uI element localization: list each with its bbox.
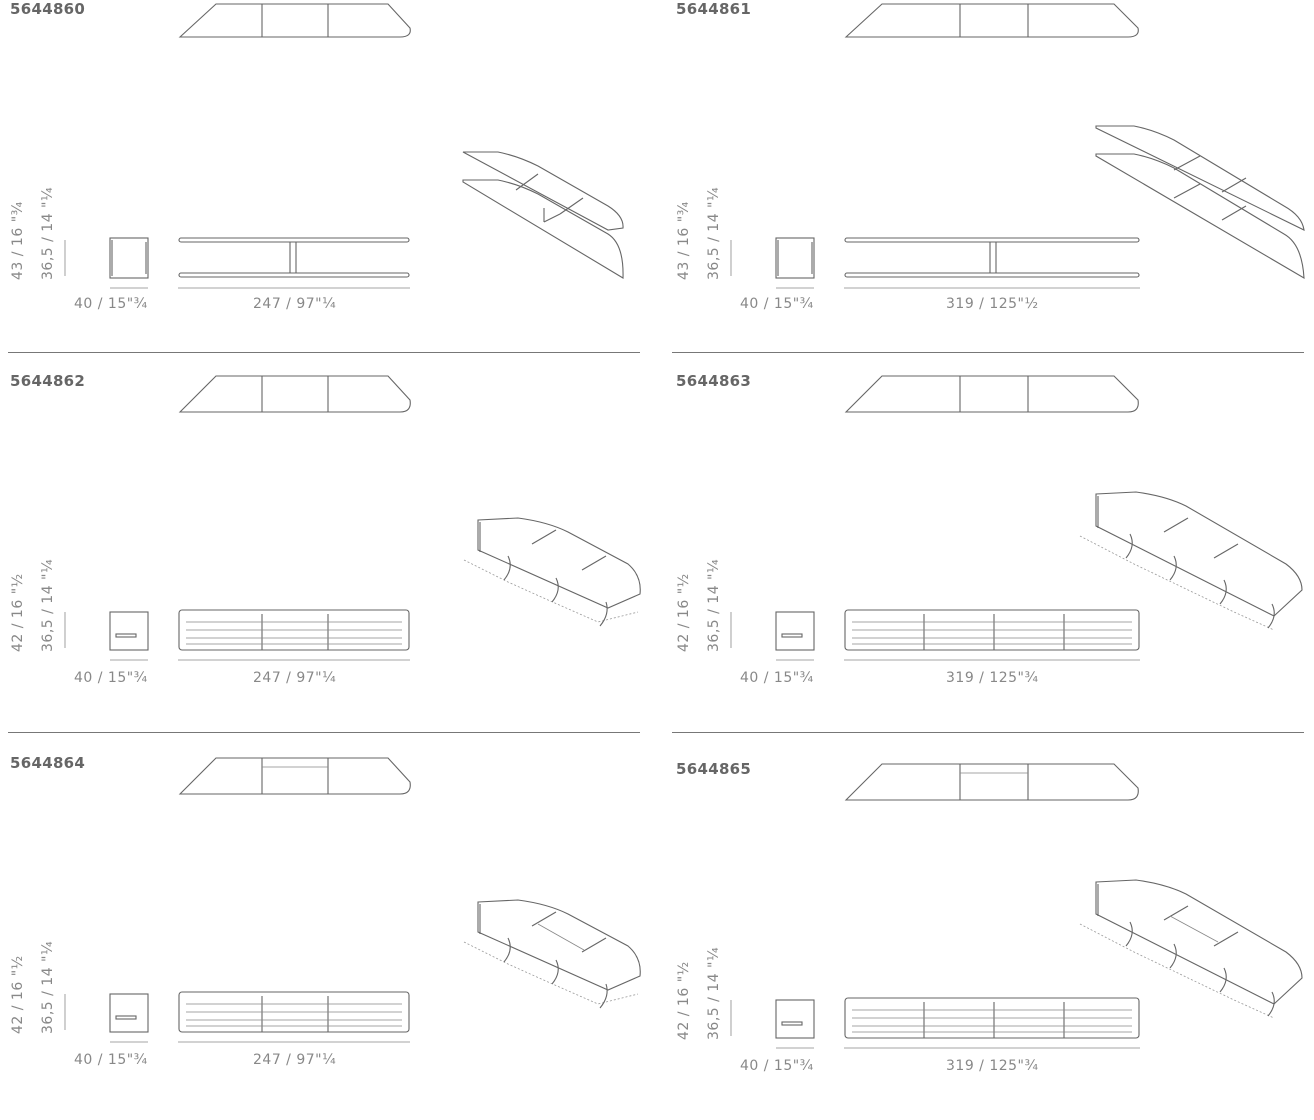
- depth-dimension: 40 / 15"¾: [74, 296, 148, 312]
- width-dimension: 247 / 97"¼: [253, 670, 337, 686]
- depth-dimension: 40 / 15"¾: [74, 670, 148, 686]
- width-dimension: 319 / 125"½: [946, 296, 1039, 312]
- cabinet-drawings: [64, 375, 641, 661]
- height-dimension: 43 / 16 "¾: [676, 201, 692, 280]
- height-dimension: 42 / 16 "½: [676, 961, 692, 1040]
- inner-height-dimension: 36,5 / 14 "¼: [40, 558, 56, 652]
- product-panel-5644861: 5644861 43 / 16 "¾ 36,5 / 14 "¼ 40 / 15"…: [674, 0, 1314, 360]
- shelf-drawings: [64, 3, 624, 289]
- product-panel-5644862: 5644862 42 / 16 "½ 36,5 / 14 "¼ 40 / 15"…: [8, 372, 648, 732]
- divider-line: [8, 732, 640, 733]
- product-code: 5644864: [10, 754, 86, 772]
- depth-dimension: 40 / 15"¾: [74, 1052, 148, 1068]
- divider-line: [672, 352, 1304, 353]
- depth-dimension: 40 / 15"¾: [740, 670, 814, 686]
- depth-dimension: 40 / 15"¾: [740, 1058, 814, 1074]
- cabinet-drawings: [730, 375, 1303, 661]
- height-dimension: 42 / 16 "½: [10, 573, 26, 652]
- inner-height-dimension: 36,5 / 14 "¼: [706, 186, 722, 280]
- divider-line: [672, 732, 1304, 733]
- product-code: 5644865: [676, 760, 752, 778]
- product-code: 5644862: [10, 372, 86, 390]
- height-dimension: 43 / 16 "¾: [10, 201, 26, 280]
- product-panel-5644865: 5644865 42 / 16 "½ 36,5 / 14 "¼ 40 / 15"…: [674, 760, 1314, 1120]
- cabinet-drawings: [730, 763, 1303, 1049]
- shelf-drawings: [730, 3, 1305, 289]
- width-dimension: 319 / 125"¾: [946, 670, 1039, 686]
- width-dimension: 319 / 125"¾: [946, 1058, 1039, 1074]
- product-panel-5644864: 5644864 42 / 16 "½ 36,5 / 14 "¼ 40 / 15"…: [8, 754, 648, 1114]
- product-code: 5644861: [676, 0, 752, 18]
- height-dimension: 42 / 16 "½: [676, 573, 692, 652]
- inner-height-dimension: 36,5 / 14 "¼: [706, 558, 722, 652]
- inner-height-dimension: 36,5 / 14 "¼: [40, 186, 56, 280]
- product-panel-5644863: 5644863 42 / 16 "½ 36,5 / 14 "¼ 40 / 15"…: [674, 372, 1314, 732]
- product-code: 5644863: [676, 372, 752, 390]
- inner-height-dimension: 36,5 / 14 "¼: [706, 946, 722, 1040]
- width-dimension: 247 / 97"¼: [253, 296, 337, 312]
- divider-line: [8, 352, 640, 353]
- width-dimension: 247 / 97"¼: [253, 1052, 337, 1068]
- product-code: 5644860: [10, 0, 86, 18]
- product-panel-5644860: 5644860 43 / 16 "¾ 36,5 / 14 "¼ 40 / 15"…: [8, 0, 648, 360]
- height-dimension: 42 / 16 "½: [10, 955, 26, 1034]
- cabinet-drawings: [64, 757, 641, 1043]
- inner-height-dimension: 36,5 / 14 "¼: [40, 940, 56, 1034]
- depth-dimension: 40 / 15"¾: [740, 296, 814, 312]
